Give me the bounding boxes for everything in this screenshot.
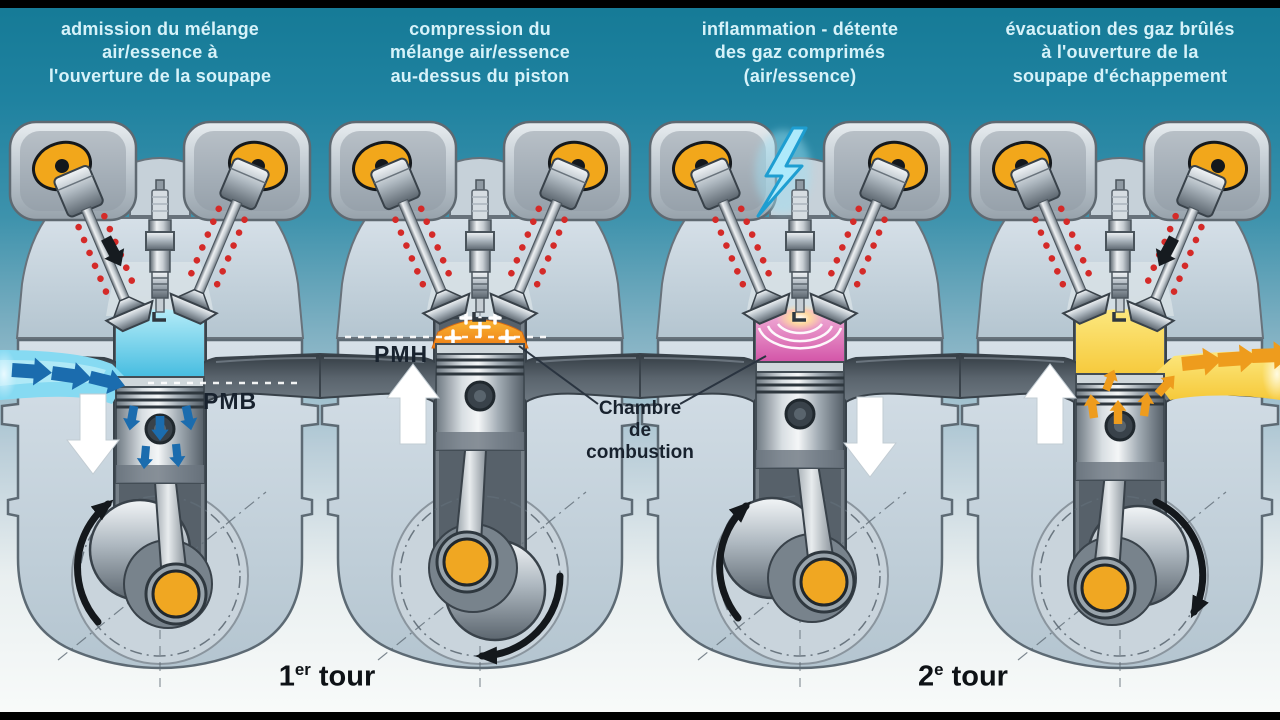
rotation-arrow: [1152, 498, 1209, 619]
rotation-arrow: [475, 572, 564, 665]
panel-exhaust: évacuation des gaz brûlés à l'ouverture …: [960, 8, 1280, 712]
panel-title-admission: admission du mélange air/essence à l'ouv…: [48, 19, 272, 86]
crank-pin: [799, 557, 849, 607]
letterbox-bottom: [0, 712, 1280, 720]
piston: [434, 342, 526, 452]
rotation-arrow: [74, 499, 114, 626]
panel-combustion: inflammation - détente des gaz comprimés…: [640, 8, 960, 712]
engine-diagram-compression: [320, 120, 640, 689]
crankshaft: [1067, 419, 1190, 626]
panel-admission: admission du mélange air/essence à l'ouv…: [0, 8, 320, 712]
panel-title-compression: compression du mélange air/essence au-de…: [390, 19, 570, 86]
letterbox-top: [0, 0, 1280, 8]
crank-pin: [1080, 563, 1130, 613]
panel-title-exhaust: évacuation des gaz brûlés à l'ouverture …: [1005, 19, 1235, 86]
piston: [754, 360, 846, 470]
panel-title-combustion: inflammation - détente des gaz comprimés…: [701, 19, 899, 86]
flame-front-arcs: [757, 323, 843, 350]
engine-diagram-combustion: [640, 120, 960, 689]
combustion-chamber-gas: [756, 304, 844, 362]
engine-diagram-intake: [0, 120, 320, 689]
crank-pin: [442, 537, 492, 587]
crank-pin: [151, 569, 201, 619]
engine-diagram-exhaust: [960, 120, 1280, 689]
panel-compression: compression du mélange air/essence au-de…: [320, 8, 640, 712]
spark-flash-icon: [756, 126, 808, 218]
piston: [1074, 372, 1166, 482]
rotation-arrow: [716, 501, 752, 622]
